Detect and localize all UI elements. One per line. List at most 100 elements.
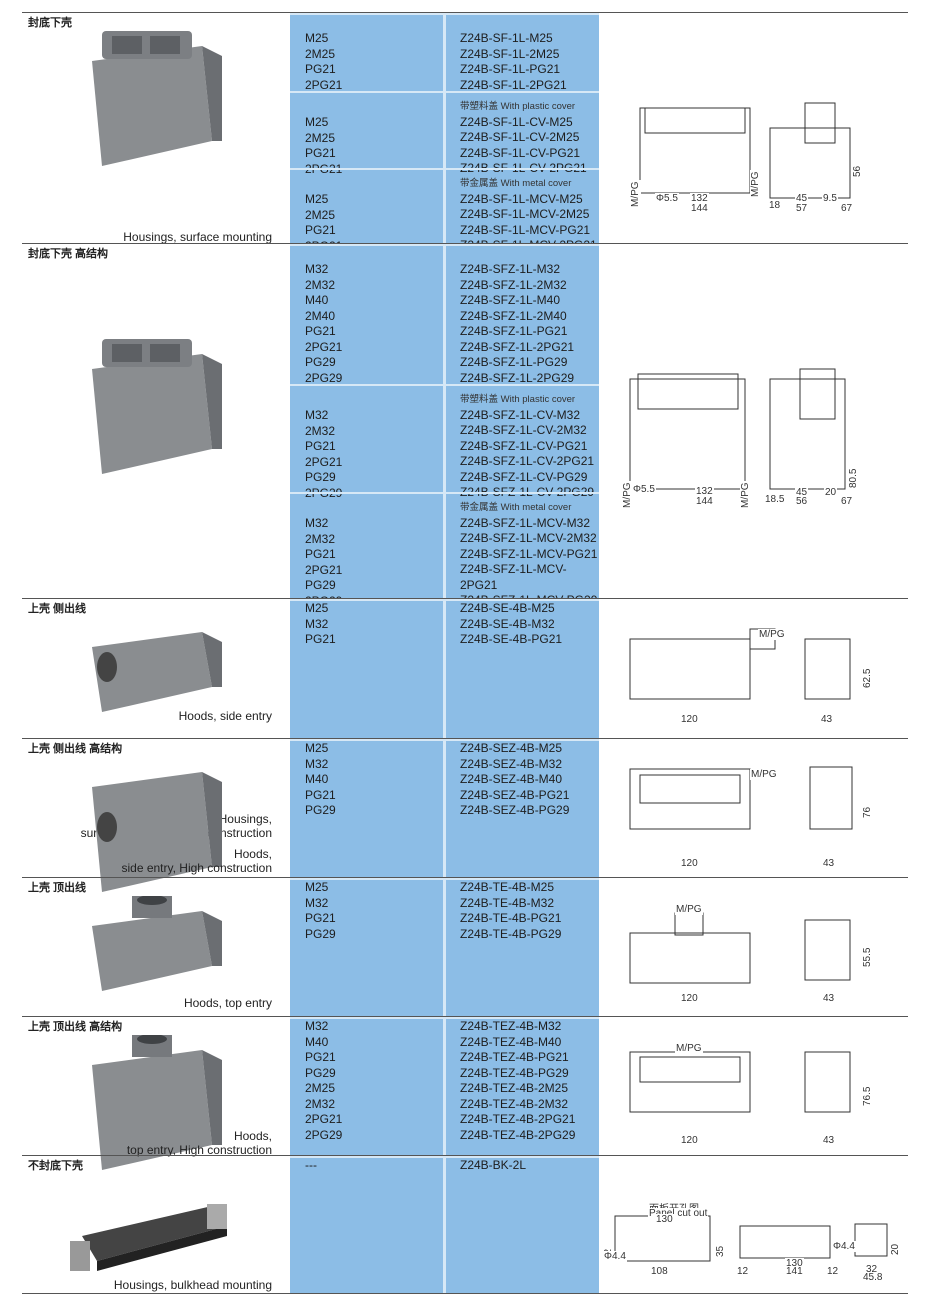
- part-number[interactable]: Z24B-SEZ-4B-PG29: [460, 803, 570, 817]
- section-title: 不封底下壳: [28, 1160, 83, 1172]
- part-number[interactable]: Z24B-SFZ-1L-PG21: [460, 324, 568, 338]
- part-number[interactable]: Z24B-TE-4B-M32: [460, 895, 555, 910]
- part-number[interactable]: Z24B-SFZ-1L-CV-M32: [460, 407, 581, 422]
- dimension-label: 144: [695, 496, 714, 507]
- size-column-bg: [290, 1017, 443, 1156]
- dimension-label: 56: [795, 496, 809, 507]
- cable-entry-size: 2PG21: [305, 1112, 343, 1126]
- part-number[interactable]: Z24B-SFZ-1L-2M32: [460, 277, 567, 292]
- cable-entry-size: 2PG29: [305, 1127, 343, 1142]
- size-column-bg: [290, 13, 443, 244]
- part-number[interactable]: Z24B-SF-1L-CV-2M25: [460, 130, 580, 144]
- size-column-bg: [290, 878, 443, 1017]
- part-number[interactable]: Z24B-SFZ-1L-2M40: [460, 308, 567, 323]
- part-number[interactable]: Z24B-SFZ-1L-PG29: [460, 355, 568, 369]
- cable-entry-size: PG29: [305, 578, 336, 592]
- caption-line: Housings, bulkhead mounting: [113, 1278, 272, 1292]
- dimension-label: 43: [822, 993, 836, 1004]
- part-number[interactable]: Z24B-SF-1L-MCV-M25: [460, 191, 583, 206]
- part-number[interactable]: Z24B-TEZ-4B-2M32: [460, 1096, 569, 1111]
- product-image: [62, 895, 232, 1011]
- part-number[interactable]: Z24B-SF-1L-M25: [460, 31, 553, 45]
- part-number[interactable]: Z24B-SEZ-4B-M32: [460, 756, 563, 771]
- part-number[interactable]: Z24B-TEZ-4B-PG21: [460, 1050, 569, 1064]
- part-number[interactable]: Z24B-TEZ-4B-M32: [460, 1019, 562, 1033]
- dimension-label: 76.5: [862, 1085, 873, 1107]
- part-number[interactable]: Z24B-TE-4B-PG21: [460, 911, 562, 925]
- part-number[interactable]: Z24B-TEZ-4B-2PG29: [460, 1127, 576, 1142]
- caption-line: side entry, High construction: [121, 861, 272, 875]
- part-number[interactable]: Z24B-SFZ-1L-2PG29: [460, 370, 575, 385]
- part-number[interactable]: Z24B-BK-2L: [460, 1158, 527, 1172]
- part-number[interactable]: Z24B-SFZ-1L-2PG21: [460, 339, 575, 354]
- dimension-label: Panel cut out: [648, 1208, 709, 1219]
- part-number[interactable]: Z24B-SFZ-1L-CV-2M32: [460, 423, 587, 437]
- part-list: Z24B-BK-2L: [460, 1158, 526, 1174]
- dimension-label: M/PG: [675, 904, 703, 915]
- part-number[interactable]: Z24B-SEZ-4B-M25: [460, 741, 563, 755]
- part-number[interactable]: Z24B-SE-4B-PG21: [460, 632, 563, 646]
- dimension-label: 20: [890, 1242, 901, 1256]
- part-number[interactable]: Z24B-SFZ-1L-M32: [460, 262, 561, 276]
- part-number[interactable]: Z24B-SFZ-1L-MCV-2PG21: [460, 562, 567, 592]
- part-number[interactable]: Z24B-SF-1L-MCV-2M25: [460, 207, 590, 221]
- cable-entry-size: M32: [305, 756, 329, 771]
- cable-entry-size: PG21: [305, 223, 336, 237]
- product-caption: Housings, bulkhead mounting: [114, 1278, 272, 1292]
- part-number[interactable]: Z24B-SFZ-1L-MCV-PG21: [460, 546, 598, 561]
- part-number[interactable]: Z24B-SFZ-1L-MCV-2M32: [460, 531, 597, 545]
- part-number[interactable]: Z24B-SF-1L-CV-PG21: [460, 145, 581, 160]
- section-title: 上壳 侧出线 高结构: [28, 743, 123, 755]
- part-number[interactable]: Z24B-SFZ-1L-CV-PG29: [460, 469, 588, 484]
- cable-entry-size: PG29: [305, 803, 336, 817]
- part-number[interactable]: Z24B-SE-4B-M25: [460, 601, 555, 615]
- part-number[interactable]: Z24B-SF-1L-2PG21: [460, 77, 567, 92]
- part-number[interactable]: Z24B-SFZ-1L-MCV-M32: [460, 515, 591, 530]
- part-number[interactable]: Z24B-TE-4B-PG29: [460, 926, 562, 941]
- cable-entry-size: M25: [305, 115, 329, 129]
- cable-entry-size: 2M40: [305, 308, 336, 323]
- part-number[interactable]: Z24B-SE-4B-M32: [460, 616, 555, 631]
- variant-note: 带金属盖 With metal cover: [460, 178, 572, 189]
- dimension-label: 132: [690, 193, 709, 204]
- column-divider: [443, 1156, 446, 1294]
- part-number[interactable]: Z24B-SFZ-1L-M40: [460, 293, 561, 307]
- section-title: 封底下壳: [28, 17, 72, 29]
- part-number[interactable]: Z24B-SFZ-1L-CV-2PG21: [460, 454, 595, 468]
- part-number[interactable]: Z24B-TEZ-4B-M40: [460, 1034, 562, 1049]
- part-number[interactable]: Z24B-TEZ-4B-2M25: [460, 1081, 569, 1095]
- dimension-label: 12: [736, 1266, 750, 1277]
- part-number[interactable]: Z24B-SF-1L-2M25: [460, 46, 560, 61]
- size-column-bg: [290, 1156, 443, 1294]
- part-number[interactable]: Z24B-TEZ-4B-2PG21: [460, 1112, 576, 1126]
- cable-entry-size: PG29: [305, 355, 336, 369]
- cable-entry-size: 2M32: [305, 423, 336, 438]
- dimension-label: 45.8: [862, 1272, 884, 1283]
- cable-entry-size: PG21: [305, 1050, 336, 1064]
- product-image: [62, 1186, 232, 1299]
- product-caption: Hoods, top entry: [184, 996, 272, 1010]
- part-number[interactable]: Z24B-SF-1L-PG21: [460, 62, 561, 76]
- dimension-label: 67: [840, 496, 854, 507]
- part-number[interactable]: Z24B-SFZ-1L-CV-PG21: [460, 438, 588, 453]
- dimension-label: 120: [680, 1135, 699, 1146]
- part-column-bg: [446, 244, 599, 599]
- part-number[interactable]: Z24B-TEZ-4B-PG29: [460, 1065, 569, 1080]
- size-list: ---: [305, 1158, 317, 1174]
- part-number[interactable]: Z24B-SF-1L-CV-M25: [460, 114, 573, 129]
- column-divider: [443, 878, 446, 1017]
- part-number[interactable]: Z24B-SF-1L-MCV-PG21: [460, 222, 591, 237]
- section-title: 上壳 侧出线: [28, 603, 87, 615]
- part-number[interactable]: Z24B-TE-4B-M25: [460, 880, 555, 894]
- part-number[interactable]: Z24B-SEZ-4B-PG21: [460, 787, 570, 802]
- part-number[interactable]: Z24B-SEZ-4B-M40: [460, 772, 563, 786]
